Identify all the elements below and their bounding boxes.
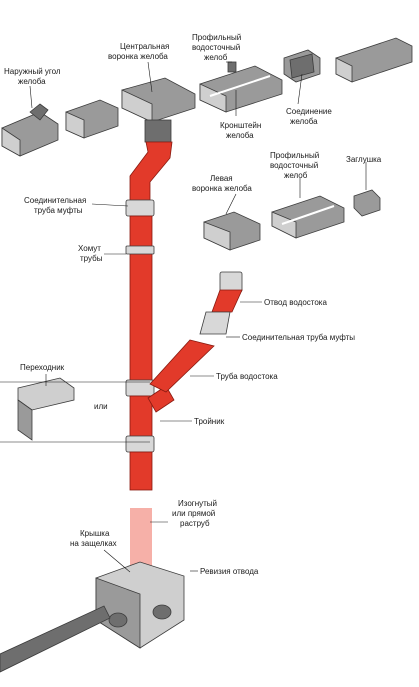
adapter-part (17, 377, 75, 441)
label-central-funnel: Центральная воронка желоба (108, 42, 172, 61)
left-funnel-part (203, 211, 261, 251)
drain-inspection-part (0, 561, 185, 673)
label-downpipe: Труба водостока (216, 372, 278, 381)
label-gutter-joint: Соединение желоба (286, 107, 334, 126)
label-bent-socket: Изогнутый или прямой раструб (172, 499, 219, 528)
label-tee: Тройник (194, 417, 225, 426)
label-adapter: Переходник (20, 363, 65, 372)
label-connecting-pipe-left: Соединительная труба муфты (24, 196, 89, 215)
label-profile-gutter-mid: Профильный водосточный желоб (270, 151, 321, 180)
label-cap: Заглушка (346, 155, 382, 164)
label-bracket: Кронштейн желоба (220, 121, 264, 140)
gutter-piece-long (335, 37, 413, 83)
gutter-piece-small (65, 99, 119, 139)
label-or: или (94, 402, 108, 411)
profile-gutter-mid-part (271, 195, 345, 239)
central-funnel-part (121, 77, 196, 143)
profile-gutter-top-part (199, 61, 283, 113)
label-outer-corner: Наружный угол желоба (4, 67, 63, 86)
branch-pipe (149, 271, 243, 393)
label-snap-lid: Крышка на защелках (70, 529, 117, 548)
label-connecting-pipe-right: Соединительная труба муфты (242, 333, 355, 342)
leader-lines (0, 61, 367, 573)
label-drain-inspection: Ревизия отвода (200, 567, 259, 576)
label-left-funnel: Левая воронка желоба (192, 174, 252, 193)
label-profile-gutter-top: Профильный водосточный желоб (192, 33, 243, 62)
gutter-joint-part (283, 49, 321, 83)
label-clamp: Хомут трубы (78, 244, 103, 263)
outer-corner-part (1, 103, 59, 157)
cap-part (353, 189, 381, 217)
label-downpipe-bend: Отвод водостока (264, 298, 327, 307)
main-downpipe (125, 141, 175, 570)
